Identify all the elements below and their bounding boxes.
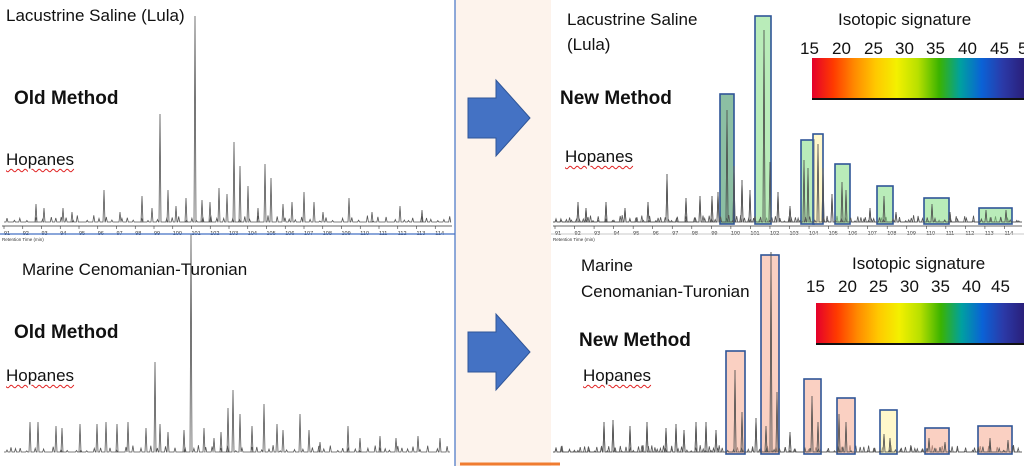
sample-title-top-right-line1: Lacustrine Saline <box>567 10 698 29</box>
method-label-bottom-right: New Method <box>579 330 691 351</box>
bottom-isotope-box-1 <box>760 254 780 455</box>
legend-tick-bottom-2: 25 <box>869 277 888 296</box>
panel-top-right <box>551 0 1024 232</box>
chromatogram-trace-top-right <box>553 29 1022 223</box>
isotope-color-scale-bottom <box>816 303 1024 345</box>
compound-label-bottom-right: Hopanes <box>583 366 652 385</box>
legend-tick-bottom-0: 15 <box>806 277 825 296</box>
sample-title-top-left: Lacustrine Saline (Lula) <box>6 6 185 25</box>
top-right-axis-caption: Retention Time (min) <box>553 237 595 242</box>
legend-tick-top-5: 40 <box>958 39 977 58</box>
chromatogram-trace-top-right-overlay <box>553 29 1022 223</box>
legend-title-top: Isotopic signature <box>838 10 972 29</box>
top-isotope-box-5 <box>876 185 894 225</box>
right-arrow-bottom <box>467 312 531 392</box>
legend-tick-top-4: 35 <box>926 39 945 58</box>
legend-tick-bottom-1: 20 <box>838 277 857 296</box>
top-isotope-box-1 <box>754 15 772 225</box>
compound-label-top-left: Hopanes <box>6 150 75 169</box>
right-arrow-top <box>467 78 531 158</box>
legend-tick-bottom-4: 35 <box>931 277 950 296</box>
legend-tick-bottom-3: 30 <box>900 277 919 296</box>
sample-title-top-right-line2: (Lula) <box>567 35 611 54</box>
bottom-isotope-box-4 <box>879 409 898 455</box>
method-label-top-right: New Method <box>560 88 672 109</box>
panel-top-left <box>0 0 455 232</box>
sample-title-bottom-right-line1: Marine <box>581 256 633 275</box>
top-isotope-box-7 <box>978 207 1013 225</box>
isotope-color-scale-top <box>812 58 1024 100</box>
chromatogram-trace-bottom-right-overlay <box>553 251 1022 453</box>
compound-label-bottom-left: Hopanes <box>6 366 75 385</box>
bottom-isotope-box-5 <box>924 427 950 455</box>
compound-label-top-right: Hopanes <box>565 147 634 166</box>
method-label-top-left: Old Method <box>14 88 119 109</box>
method-label-bottom-left: Old Method <box>14 322 119 343</box>
legend-tick-top-6: 45 <box>990 39 1009 58</box>
legend-tick-bottom-5: 40 <box>962 277 981 296</box>
legend-tick-top-0: 15 <box>800 39 819 58</box>
legend-tick-top-3: 30 <box>895 39 914 58</box>
legend-tick-top-2: 25 <box>864 39 883 58</box>
chromatogram-trace-bottom-left <box>4 233 450 453</box>
sample-title-bottom-right-line2: Cenomanian-Turonian <box>581 282 750 301</box>
legend-tick-top-7: 5 <box>1018 39 1024 58</box>
top-isotope-box-0 <box>719 93 735 225</box>
chromatogram-trace-top-left <box>4 15 452 223</box>
top-left-axis-caption: Retention Time (min) <box>2 237 44 242</box>
sample-title-bottom-left: Marine Cenomanian-Turonian <box>22 260 248 279</box>
legend-tick-top-1: 20 <box>832 39 851 58</box>
legend-title-bottom: Isotopic signature <box>852 254 986 273</box>
center-gap <box>455 0 551 466</box>
legend-tick-bottom-6: 45 <box>991 277 1010 296</box>
